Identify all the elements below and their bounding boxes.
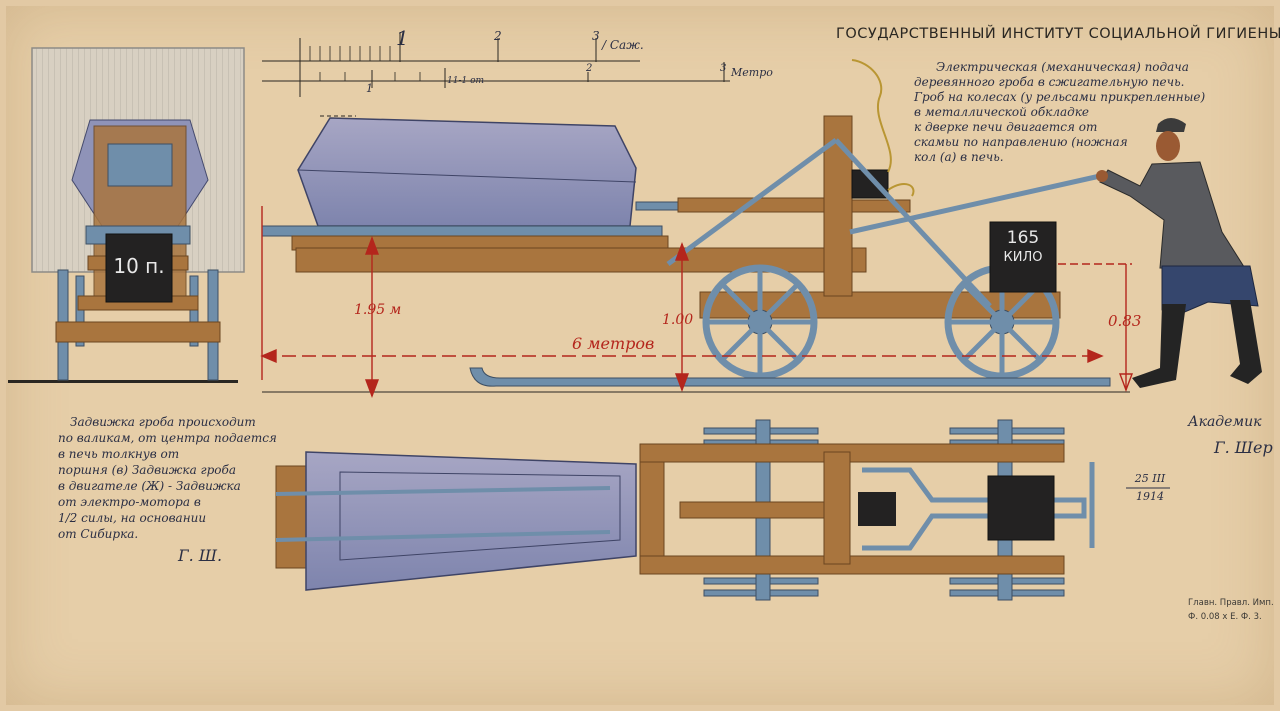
- note-line: к дверке печи двигается от: [914, 120, 1098, 134]
- front-weight-label: 10 п.: [113, 254, 165, 278]
- note-line: 1/2 силы, на основании: [58, 511, 207, 525]
- note-line: в печь толкнув от: [58, 447, 180, 461]
- side-weight-number: 165: [1006, 228, 1040, 248]
- dimension-length: 6 метров: [572, 334, 655, 353]
- dimension-height-left: 1.95 м: [354, 302, 402, 318]
- scale-bottom-unit: Метро: [731, 66, 773, 79]
- counterweight-block: [989, 221, 1057, 293]
- archive-stamp-line2: Ф. 0.08 х Е. Ф. 3.: [1188, 612, 1262, 622]
- note-line: от электро-мотора в: [58, 495, 201, 509]
- note-line: скамьи по направлению (ножная: [914, 135, 1128, 149]
- archive-stamp-line1: Главн. Правл. Имп.: [1188, 598, 1274, 608]
- note-line: в двигателе (Ж) - Задвижка: [58, 479, 241, 493]
- note-line: от Сибирка.: [58, 527, 139, 541]
- scale-top-unit: / Саж.: [602, 38, 644, 52]
- scale-bar: [262, 32, 730, 97]
- note-line: Электрическая (механическая) подача: [936, 60, 1189, 74]
- side-view: [261, 59, 1130, 393]
- front-view: [8, 47, 245, 383]
- note-line: Гроб на колесах (у рельсами прикрепленны…: [914, 90, 1206, 104]
- side-weight-unit: КИЛО: [1003, 250, 1043, 265]
- note-line: деревянного гроба в сжигательную печь.: [914, 75, 1185, 89]
- note-line: поршня (в) Задвижка гроба: [58, 463, 237, 477]
- coffin-plan: [305, 451, 637, 591]
- bottom-left-sign: Г. Ш.: [178, 546, 223, 565]
- dimension-height-mid: 1.00: [662, 312, 694, 328]
- institute-title: ГОСУДАРСТВЕННЫЙ ИНСТИТУТ СОЦИАЛЬНОЙ ГИГИ…: [836, 26, 1280, 42]
- scale-origin-label: 11-1 от: [447, 76, 485, 86]
- note-line: по валикам, от центра подается: [58, 431, 277, 445]
- dimension-lines: [260, 206, 1134, 398]
- scale-bottom-tick-2: 2: [586, 63, 593, 74]
- scale-top-tick-3: 3: [592, 29, 600, 43]
- top-right-note: Электрическая (механическая) подача дере…: [914, 60, 1205, 165]
- signature-academic: Академик: [1188, 414, 1262, 430]
- bottom-left-note: Задвижка гроба происходит по валикам, от…: [58, 414, 277, 542]
- plan-view: [275, 419, 1095, 601]
- scale-top-tick-2: 2: [494, 29, 502, 43]
- signature-name: Г. Шер: [1214, 438, 1273, 457]
- worker-figure: [1096, 118, 1262, 388]
- drawing-date: 25 III 1914: [1134, 472, 1166, 503]
- scale-bottom-tick-3: 3: [720, 63, 727, 74]
- scale-top-tick-1: 1: [396, 26, 409, 50]
- dimension-height-right: 0.83: [1108, 312, 1142, 330]
- note-line: в металлической обкладке: [914, 105, 1089, 119]
- scale-bottom-tick-1: 1: [366, 82, 373, 95]
- front-wheel: [702, 264, 818, 380]
- note-line: кол (а) в печь.: [914, 150, 1004, 164]
- note-line: Задвижка гроба происходит: [70, 415, 256, 429]
